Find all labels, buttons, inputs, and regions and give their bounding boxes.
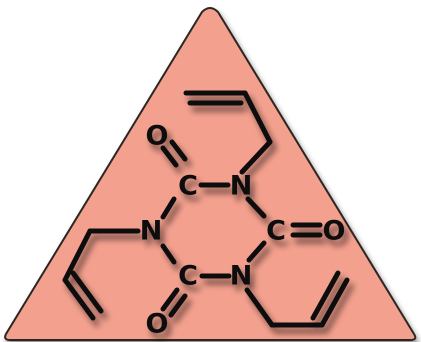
bond-c-bottom-to-n-left bbox=[160, 243, 177, 265]
atom-nitrogen-top: N bbox=[230, 171, 253, 202]
atom-oxygen-bottom-left: O bbox=[146, 309, 169, 340]
atom-oxygen-top-left: O bbox=[146, 121, 169, 152]
atom-oxygen-right: O bbox=[323, 216, 346, 247]
triangle-background bbox=[4, 7, 417, 341]
bond-co-bottom-a bbox=[160, 287, 180, 312]
bond-allyl-bottom-3b bbox=[310, 270, 341, 321]
bond-c-right-to-n-bottom bbox=[246, 240, 267, 263]
bond-allyl-left-2 bbox=[62, 228, 93, 283]
bond-co-top-a bbox=[160, 145, 179, 168]
atom-carbon-right: C bbox=[266, 216, 286, 247]
bond-allyl-top-2 bbox=[242, 90, 273, 145]
atom-carbon-bottom: C bbox=[178, 261, 198, 292]
bond-allyl-bottom-3a bbox=[319, 277, 350, 328]
atom-labels: C N N C C N O O O bbox=[140, 121, 346, 340]
bond-allyl-left-3a bbox=[62, 277, 96, 321]
bond-n-left-to-c-top bbox=[160, 196, 177, 220]
molecule-structure: C N N C C N O O O bbox=[62, 90, 350, 340]
bond-allyl-bottom-1 bbox=[244, 287, 275, 328]
bonds bbox=[62, 90, 350, 328]
bond-co-bottom-b bbox=[168, 293, 188, 318]
bond-allyl-top-1 bbox=[239, 139, 273, 175]
bond-n-top-to-c-right bbox=[245, 196, 267, 219]
atom-carbon-top: C bbox=[178, 171, 198, 202]
bond-allyl-left-3b bbox=[70, 270, 104, 314]
bond-co-top-b bbox=[169, 139, 188, 162]
atom-nitrogen-left: N bbox=[140, 216, 163, 247]
atom-nitrogen-bottom: N bbox=[230, 261, 253, 292]
